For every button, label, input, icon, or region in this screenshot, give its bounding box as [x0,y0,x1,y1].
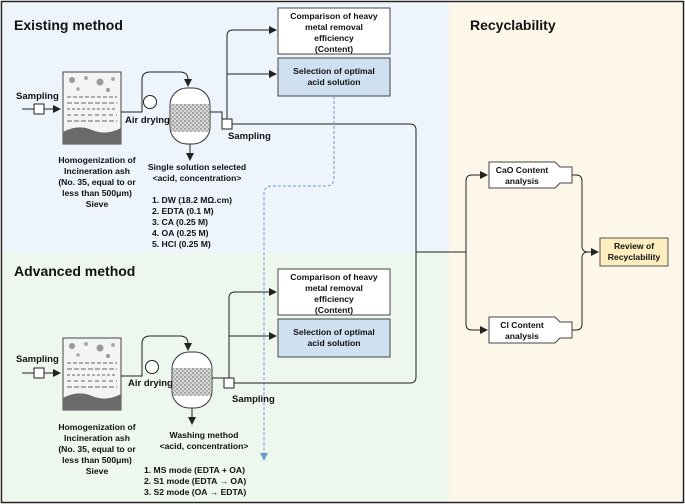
svg-text:analysis: analysis [505,176,539,186]
cl-content-analysis-node: Cl Content analysis [488,316,573,344]
advanced-air-drying-label: Air drying [128,378,173,389]
existing-solution-list: 1. DW (18.2 MΩ.cm) 2. EDTA (0.1 M) 3. CA… [152,195,232,249]
svg-text:Washing method: Washing method [170,430,239,440]
svg-text:Cl Content: Cl Content [500,320,544,330]
svg-text:Sieve: Sieve [86,199,109,209]
svg-text:analysis: analysis [505,331,539,341]
svg-text:Homogenization of: Homogenization of [58,155,135,165]
svg-text:Homogenization of: Homogenization of [58,422,135,432]
svg-text:<acid, concentration>: <acid, concentration> [160,441,249,451]
existing-pump-icon [143,95,157,109]
solution-item: 1. DW (18.2 MΩ.cm) [152,195,232,205]
advanced-ash-sample-container [62,337,122,411]
advanced-selection-box: Selection of optimal acid solution [277,318,391,358]
solution-item: 2. EDTA (0.1 M) [152,206,214,216]
svg-text:(Content): (Content) [315,44,353,54]
existing-sampling-port [33,103,45,115]
advanced-section-title: Advanced method [14,263,135,279]
advanced-mode-list: 1. MS mode (EDTA + OA) 2. S1 mode (EDTA … [144,465,246,497]
svg-text:Recyclability: Recyclability [608,252,661,262]
advanced-washing-label: Washing method <acid, concentration> [160,430,249,451]
existing-homogenization-label: Homogenization of Incineration ash (No. … [58,155,136,209]
svg-text:Selection of optimal: Selection of optimal [293,327,375,337]
advanced-drying-line [121,335,192,377]
existing-selected-label: Single solution selected <acid, concentr… [148,162,246,183]
existing-outlet-box [221,118,233,130]
svg-text:Comparison of heavy: Comparison of heavy [290,272,378,282]
mode-item: 1. MS mode (EDTA + OA) [144,465,245,475]
svg-text:(Content): (Content) [315,305,353,315]
svg-text:metal removal: metal removal [305,283,363,293]
existing-reactor-vessel [169,87,211,145]
advanced-to-comparison-arrow [228,288,277,378]
svg-text:acid solution: acid solution [308,338,361,348]
cao-content-analysis-node: CaO Content analysis [488,161,573,189]
mode-item: 3. S2 mode (OA → EDTA) [144,487,246,497]
advanced-pump-icon [145,360,159,374]
existing-comparison-box: Comparison of heavy metal removal effici… [277,7,391,55]
recyclability-branch-line [465,174,473,331]
svg-text:CaO Content: CaO Content [496,165,549,175]
svg-text:metal removal: metal removal [305,22,363,32]
advanced-comparison-box: Comparison of heavy metal removal effici… [277,268,391,316]
selection-to-washing-dashed-arrow [260,96,335,461]
cao-to-review-line [572,174,598,253]
cl-to-review-line [572,251,589,331]
solution-item: 4. OA (0.25 M) [152,228,209,238]
svg-text:less than 500μm): less than 500μm) [62,188,132,198]
advanced-to-recyclability-line [234,252,417,384]
solution-item: 5. HCl (0.25 M) [152,239,211,249]
solution-item: 3. CA (0.25 M) [152,217,208,227]
svg-text:Sieve: Sieve [86,466,109,476]
recyclability-section-title: Recyclability [470,17,556,33]
existing-air-drying-label: Air drying [125,115,170,126]
svg-text:less than 500μm): less than 500μm) [62,455,132,465]
advanced-outlet-box [223,377,235,389]
svg-text:efficiency: efficiency [314,294,354,304]
review-of-recyclability-box: Review of Recyclability [599,237,669,267]
svg-text:(No. 35, equal to or: (No. 35, equal to or [58,444,136,454]
advanced-sampling-port [33,367,45,379]
advanced-sampling-input-label: Sampling [16,354,59,365]
advanced-homogenization-label: Homogenization of Incineration ash (No. … [58,422,136,476]
svg-text:Incineration ash: Incineration ash [64,166,130,176]
existing-sampling-input-label: Sampling [16,91,59,102]
mode-item: 2. S1 mode (EDTA → OA) [144,476,246,486]
svg-text:Comparison of heavy: Comparison of heavy [290,11,378,21]
svg-text:Single solution selected: Single solution selected [148,162,246,172]
svg-text:Review of: Review of [614,241,654,251]
svg-text:Selection of optimal: Selection of optimal [293,66,375,76]
existing-ash-sample-container [62,71,122,145]
svg-text:efficiency: efficiency [314,33,354,43]
existing-selection-box: Selection of optimal acid solution [277,57,391,97]
advanced-reactor-vessel [171,351,213,409]
existing-drying-line [121,71,192,113]
svg-text:(No. 35, equal to or: (No. 35, equal to or [58,177,136,187]
svg-text:<acid, concentration>: <acid, concentration> [153,173,242,183]
existing-sampling-output-label: Sampling [228,131,271,142]
svg-text:Incineration ash: Incineration ash [64,433,130,443]
existing-to-comparison-arrow [226,26,277,119]
existing-to-recyclability-line [232,123,417,252]
existing-section-title: Existing method [14,17,123,33]
svg-text:acid solution: acid solution [308,77,361,87]
advanced-sampling-output-label: Sampling [232,394,275,405]
